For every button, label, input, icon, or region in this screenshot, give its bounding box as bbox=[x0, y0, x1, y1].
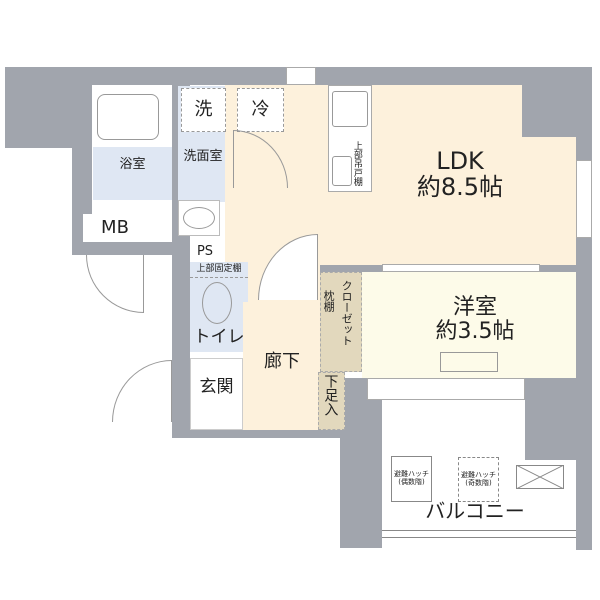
window[interactable] bbox=[367, 378, 525, 400]
hatch-odd-note: (奇数階) bbox=[465, 478, 492, 487]
hallway-label: 廊下 bbox=[264, 351, 300, 372]
kitchen-sink-icon bbox=[332, 156, 352, 186]
window[interactable] bbox=[576, 160, 592, 238]
ldk-name: LDK bbox=[436, 147, 484, 175]
ldk-label: LDK 約8.5帖 bbox=[400, 148, 520, 201]
balcony-railing bbox=[382, 530, 576, 538]
balcony-label: バルコニー bbox=[425, 499, 525, 523]
kitchen-cabinet-label: 上部吊戸棚 bbox=[351, 141, 362, 186]
wall bbox=[172, 430, 382, 438]
sliding-door[interactable] bbox=[382, 264, 540, 272]
ldk-size: 約8.5帖 bbox=[416, 173, 504, 202]
bathroom-label: 浴室 bbox=[119, 157, 146, 172]
wall bbox=[576, 85, 592, 550]
toilet-shelf-label: 上部固定棚 bbox=[190, 263, 248, 278]
outdoor-unit-icon bbox=[516, 465, 564, 489]
toilet-icon bbox=[202, 282, 232, 324]
western-room-name: 洋室 bbox=[452, 295, 497, 320]
wall bbox=[5, 67, 92, 148]
storage-hatch-icon bbox=[440, 352, 498, 372]
toilet-label: トイレ bbox=[193, 326, 245, 347]
wall bbox=[525, 378, 592, 460]
ps-label: PS bbox=[190, 242, 220, 262]
hatch-odd-name: 避難ハッチ bbox=[461, 470, 496, 479]
entrance bbox=[190, 358, 243, 430]
balcony bbox=[382, 460, 576, 540]
stove-icon bbox=[332, 91, 368, 127]
wash-basin-icon bbox=[178, 200, 220, 236]
entrance-label: 玄関 bbox=[199, 377, 234, 397]
shoe-box-label: 下足入 bbox=[322, 374, 339, 416]
washer-space: 洗 bbox=[181, 88, 226, 132]
hatch-odd: 避難ハッチ (奇数階) bbox=[458, 457, 499, 502]
hatch-even-name: 避難ハッチ bbox=[394, 470, 429, 479]
window[interactable] bbox=[286, 67, 316, 85]
mb-label: MB bbox=[83, 214, 147, 242]
hatch-even-note: (偶数階) bbox=[398, 478, 425, 486]
shoe-box bbox=[318, 372, 345, 430]
pillow-shelf-label: 枕棚 bbox=[322, 290, 336, 312]
western-room-label: 洋室 約3.5帖 bbox=[410, 295, 540, 345]
wall bbox=[340, 378, 382, 548]
western-room bbox=[362, 272, 576, 378]
kitchen-counter: 上部吊戸棚 bbox=[328, 85, 372, 192]
washroom-label: 洗面室 bbox=[183, 149, 223, 164]
hallway bbox=[243, 302, 320, 430]
bathtub-icon bbox=[93, 86, 172, 147]
hatch-even: 避難ハッチ (偶数階) bbox=[391, 456, 432, 502]
ldk-floor bbox=[500, 137, 576, 265]
closet bbox=[320, 272, 362, 372]
door[interactable] bbox=[86, 255, 144, 313]
entrance-door[interactable] bbox=[112, 360, 172, 422]
closet-label: クローゼット bbox=[340, 280, 354, 346]
wall bbox=[72, 242, 180, 255]
western-room-size: 約3.5帖 bbox=[435, 319, 515, 345]
fridge-space: 冷 bbox=[237, 88, 284, 132]
